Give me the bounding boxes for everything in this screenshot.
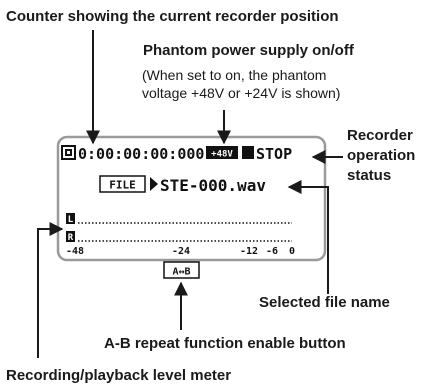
meter-scale-label: 0 — [289, 246, 295, 257]
phantom-badge-label: +48V — [211, 150, 233, 160]
stop-square-icon — [242, 146, 254, 159]
ab-repeat-button-label: A↔B — [172, 267, 190, 278]
meter-scale-label: -48 — [66, 246, 84, 257]
counter-icon — [61, 145, 76, 160]
file-name-value: STE-000.wav — [160, 176, 266, 195]
status-callout-line-1: Recorder — [347, 127, 413, 144]
ab-repeat-callout: A-B repeat function enable button — [104, 335, 346, 352]
meter-scale-label: -6 — [266, 246, 278, 257]
file-name-arrow — [287, 180, 329, 294]
meter-scale-label: -24 — [172, 246, 190, 257]
channel-l-box — [66, 213, 75, 224]
status-callout-line-3: status — [347, 167, 391, 184]
channel-r-box — [66, 231, 75, 242]
channel-r-label: R — [68, 233, 74, 243]
ab-repeat-button[interactable] — [163, 261, 200, 279]
phantom-note-line-1: (When set to on, the phantom — [142, 67, 326, 83]
phantom-badge — [206, 146, 238, 159]
level-meter: L R -48 -24 -12 -6 0 — [66, 213, 295, 257]
status-callout-line-2: operation — [347, 147, 415, 164]
level-meter-callout: Recording/playback level meter — [6, 367, 231, 384]
file-tab[interactable] — [99, 175, 146, 193]
phantom-note-line-2: voltage +48V or +24V is shown) — [142, 85, 340, 101]
phantom-callout: Phantom power supply on/off — [143, 42, 355, 59]
counter-callout: Counter showing the current recorder pos… — [6, 8, 339, 25]
meter-scale-label: -12 — [240, 246, 258, 257]
play-triangle-icon — [150, 177, 158, 191]
channel-l-label: L — [68, 215, 74, 225]
file-tab-label: FILE — [109, 179, 136, 192]
level-meter-arrow — [37, 222, 64, 358]
transport-status: STOP — [256, 145, 292, 163]
lcd-screen — [56, 135, 327, 262]
file-name-callout: Selected file name — [259, 294, 390, 311]
counter-value: 0:00:00:00:000 — [78, 145, 204, 163]
